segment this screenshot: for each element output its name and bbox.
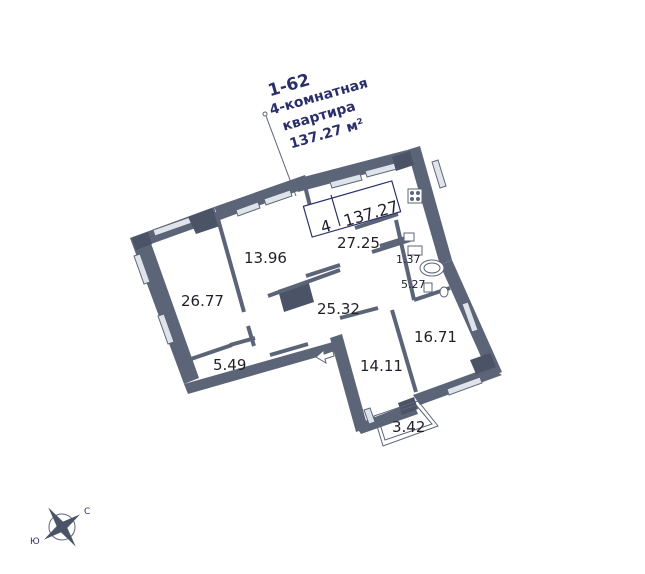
compass-rose-icon [43,507,81,547]
room-label-14-11: 14.11 [360,357,403,375]
entry-arrow-icon [315,348,335,365]
basin-icon [439,286,449,298]
room-label-27-25: 27.25 [337,234,380,252]
room-label-3-42: 3.42 [392,418,425,436]
compass-south-label: Ю [30,537,40,547]
compass-north-label: С [84,507,90,517]
interior-walls [187,181,451,393]
room-label-25-32: 25.32 [317,300,360,318]
sink-icon [403,232,415,242]
badge-rooms-count: 4 [318,216,333,237]
windows [133,159,483,425]
room-label-5-49: 5.49 [213,356,246,374]
room-label-26-77: 26.77 [181,292,224,310]
washing-machine-icon [407,245,423,256]
room-label-5-27: 5.27 [401,278,426,291]
balcony-bottom [373,400,439,447]
wall-accents [132,151,496,415]
room-label-16-71: 16.71 [414,328,457,346]
toilet-icon [423,282,433,293]
bathroom-fixtures [403,188,449,298]
room-label-13-96: 13.96 [244,249,287,267]
room-labels: 26.77 13.96 27.25 25.32 5.49 14.11 16.71… [181,234,457,436]
stove-icon [407,188,423,204]
area-badge [302,180,402,238]
room-label-1-37: 1.37 [396,253,421,266]
